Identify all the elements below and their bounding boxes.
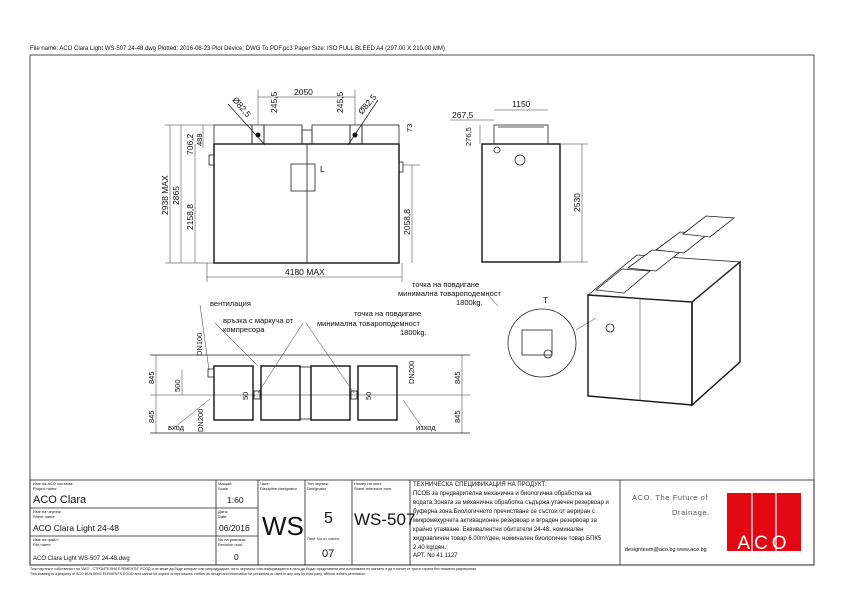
- dim-276: 276,5: [464, 127, 473, 146]
- text-label: Designator: [307, 486, 327, 491]
- label-l: L: [320, 164, 325, 174]
- plot-info: File name: ACO Clara Light WS-507 24-48.…: [30, 46, 445, 52]
- text-label: крайно утаяване. Еквивалентни обитатели …: [413, 526, 584, 533]
- text-label: Date: [218, 514, 227, 519]
- text-label: ПСОВ за предварителна механична и биолог…: [413, 491, 592, 497]
- dim-2865: 2865: [171, 186, 181, 205]
- contact: designteam@aco.bg www.aco.bg: [625, 547, 707, 553]
- dim-488: 488: [195, 133, 204, 146]
- text-label: Scale: [218, 486, 229, 491]
- text-label: АРТ. No 41 1127: [413, 553, 458, 559]
- text-label: No на ревизия:: [218, 537, 246, 542]
- text-label: микромехурчета активационен резервоар и …: [413, 518, 598, 524]
- revision: 0: [234, 552, 239, 562]
- dim-2058: 2058,8: [402, 209, 412, 235]
- footer-en: This drawing is a property of ACO BUILDI…: [30, 572, 366, 576]
- spec-title: ТЕХНИЧЕСКА СПЕЦИФИКАЦИЯ НА ПРОДУКТ:: [413, 482, 547, 488]
- iso-view: T точка на повдигане минимална товаропод…: [398, 215, 742, 407]
- drawing-type: 5: [324, 510, 333, 527]
- dim-267: 267,5: [452, 110, 474, 120]
- door: [290, 163, 316, 192]
- text-label: Име на файл:: [33, 537, 59, 542]
- text-label: File name: [33, 542, 51, 547]
- slogan: Drainage.: [672, 508, 710, 517]
- dim-50: 50: [364, 392, 373, 400]
- slogan: ACO. The Future of: [632, 493, 708, 502]
- outlet-label: изход: [416, 423, 436, 432]
- text-label: Project name: [33, 486, 57, 491]
- svg-text:ACO: ACO: [737, 533, 790, 554]
- ventilation-label: вентилация: [210, 299, 251, 308]
- sheet-reference: WS-507: [354, 510, 415, 529]
- text-label: Discipline designator: [260, 486, 298, 491]
- side-view: 1150 267,5 276,5 2530: [450, 99, 588, 263]
- lift-note-line: минимална товароподемност: [398, 289, 502, 298]
- compressor-label: компресора: [223, 325, 265, 334]
- dim-dn200-out: DN200: [407, 361, 416, 384]
- front-view: L 2050 245,5 245,5 Ø82,5 Ø82,5 73 706,2 …: [160, 87, 420, 282]
- lift-note-line: точка на повдигане: [412, 280, 479, 289]
- dim-2050: 2050: [294, 87, 313, 97]
- dim-845: 845: [453, 371, 462, 384]
- scale: 1:60: [227, 495, 244, 505]
- text-label: Част:: [260, 481, 270, 486]
- text-label: Дата:: [218, 509, 228, 514]
- dim-845: 845: [147, 410, 156, 423]
- dim-4180: 4180 MAX: [285, 267, 325, 277]
- dim-2530: 2530: [572, 193, 582, 212]
- text-label: буферна зона.Биологичното пречистване се…: [413, 509, 595, 515]
- footer-bg: Този чертеж е собственост на "АКО - СТРО…: [30, 567, 477, 571]
- discipline: WS: [262, 511, 304, 541]
- text-label: Тип чертеж:: [307, 481, 329, 486]
- dim-1150: 1150: [512, 99, 531, 109]
- dim-706: 706,2: [185, 133, 195, 155]
- text-label: Лист No от листа:: [307, 536, 340, 541]
- dim-245-left: 245,5: [269, 91, 279, 113]
- lift-note-line: 1800kg.: [456, 298, 483, 307]
- title-block: Име на АСО система: Project name ACO Cla…: [29, 479, 815, 566]
- dim-845: 845: [147, 371, 156, 384]
- dim-2158: 2158,8: [185, 204, 195, 230]
- file-name: ACO Clara Light WS-507 24-48.dwg: [33, 556, 130, 562]
- spec-text: ПСОВ за предварителна механична и биолог…: [413, 491, 609, 559]
- dim-2938: 2938 MAX: [160, 175, 170, 215]
- dim-845: 845: [453, 410, 462, 423]
- project-name: ACO Clara: [33, 494, 87, 506]
- text-label: Мащаб:: [218, 481, 233, 486]
- dim-50: 50: [241, 392, 250, 400]
- inlet-label: вход: [168, 423, 185, 432]
- text-label: хидравличен товар 6.00m³/ден, номинален …: [413, 536, 602, 542]
- sheet-name: ACO Clara Light 24-48: [33, 523, 119, 533]
- dim-500: 500: [173, 379, 182, 392]
- text-label: 2.40 kg/ден.;: [413, 545, 448, 551]
- dim-73: 73: [405, 124, 414, 132]
- text-label: Номер на лист:: [354, 481, 382, 486]
- lift-note-line: точка на повдигане: [354, 309, 421, 318]
- text-label: Revision num.: [218, 542, 243, 547]
- compressor-label: връзка с маркуча от: [223, 316, 294, 325]
- text-label: водата.Зоната за механична обработка съд…: [413, 500, 609, 506]
- sheet-number: 07: [322, 548, 334, 560]
- dim-dn100: DN100: [195, 333, 204, 356]
- sheet-frame: [29, 54, 815, 566]
- lift-note-line: минимална товароподемност: [317, 319, 421, 328]
- text-label: Име на АСО система:: [33, 481, 73, 486]
- lift-note-line: 1800kg.: [400, 328, 427, 337]
- text-label: Sheet reference num.: [354, 486, 392, 491]
- dim-dn200-in: DN200: [196, 409, 205, 432]
- date: 06/2016: [219, 523, 250, 533]
- dim-dia-left: Ø82,5: [230, 95, 253, 119]
- text-label: Sheet name: [33, 514, 55, 519]
- aco-logo: ACO: [727, 493, 801, 554]
- text-label: Име на чертеж:: [33, 509, 62, 514]
- label-t: T: [543, 295, 548, 305]
- plan-view: вентилация връзка с маркуча от компресор…: [147, 299, 470, 434]
- dim-245-right: 245,5: [335, 91, 345, 113]
